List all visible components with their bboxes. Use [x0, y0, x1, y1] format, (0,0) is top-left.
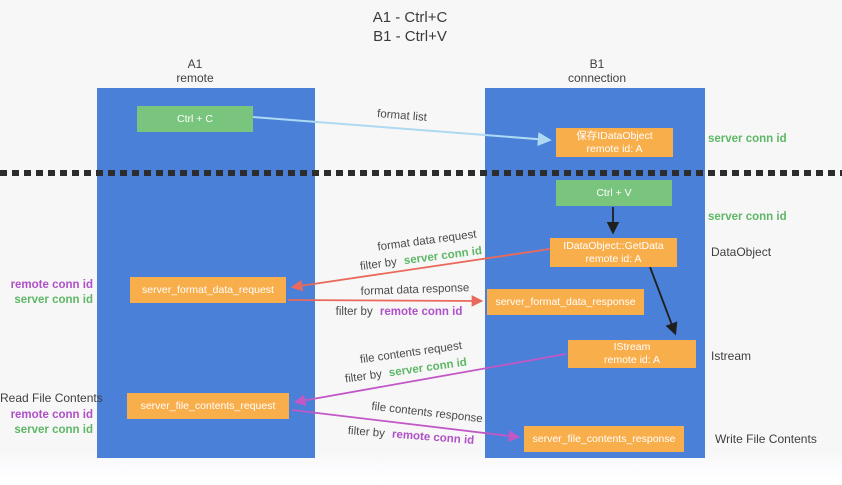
- lane-a1-subtitle: remote: [176, 71, 214, 85]
- remote-conn-id-text: remote conn id: [379, 306, 463, 318]
- left-label-remote-conn-id-2: remote conn id: [10, 409, 93, 421]
- clipboard-boundary-dotted-line: [0, 170, 842, 176]
- right-label-write-file-contents: Write File Contents: [715, 432, 817, 446]
- save-idataobject-line1: 保存IDataObject: [576, 129, 653, 142]
- title-line-a1: A1 - Ctrl+C: [372, 9, 448, 26]
- lane-header-b1: B1 connection: [537, 57, 657, 85]
- filter-by-text: filter by: [347, 425, 386, 440]
- file-request-label: server_file_contents_request: [140, 399, 276, 412]
- filter-by-text: filter by: [335, 306, 373, 318]
- lane-a1-name: A1: [187, 57, 203, 71]
- right-label-istream: Istream: [711, 349, 752, 363]
- node-server-format-data-request: server_format_data_request: [130, 277, 286, 303]
- arrow-label-filter-by-remote-conn-id-1: filter by remote conn id: [336, 306, 463, 318]
- arrow-label-format-data-response: format data response: [360, 282, 469, 298]
- remote-conn-id-text: remote conn id: [391, 428, 475, 447]
- node-istream: IStream remote id: A: [568, 340, 696, 368]
- format-request-label: server_format_data_request: [142, 283, 274, 296]
- getdata-line2: remote id: A: [585, 252, 642, 265]
- format-list-text: format list: [376, 108, 428, 124]
- diagram-title: A1 - Ctrl+C B1 - Ctrl+V: [340, 8, 480, 46]
- title-line-b1: B1 - Ctrl+V: [373, 28, 447, 45]
- file-response-label: server_file_contents_response: [532, 432, 676, 445]
- filter-by-text: filter by: [359, 256, 398, 273]
- lane-b1-subtitle: connection: [567, 71, 627, 85]
- node-server-format-data-response: server_format_data_response: [487, 289, 644, 315]
- filter-by-text: filter by: [344, 368, 383, 386]
- lane-header-a1: A1 remote: [135, 57, 255, 85]
- left-label-read-file-contents: Read File Contents: [0, 391, 103, 405]
- right-label-server-conn-id-mid: server conn id: [708, 211, 787, 223]
- right-label-server-conn-id-top: server conn id: [708, 133, 787, 145]
- ctrl-v-label: Ctrl + V: [596, 186, 632, 199]
- format-data-response-arrow: [287, 295, 484, 307]
- arrow-label-format-list: format list: [377, 108, 428, 124]
- file-contents-response-text: file contents response: [370, 400, 484, 426]
- arrow-label-filter-by-remote-conn-id-2: filter by remote conn id: [347, 425, 474, 447]
- left-label-server-conn-id-1: server conn id: [14, 294, 93, 306]
- left-label-server-conn-id-2: server conn id: [14, 424, 93, 436]
- format-response-label: server_format_data_response: [495, 295, 636, 308]
- left-label-remote-conn-id-1: remote conn id: [10, 279, 93, 291]
- node-save-idataobject: 保存IDataObject remote id: A: [556, 128, 673, 157]
- istream-line1: IStream: [613, 341, 651, 353]
- node-server-file-contents-request: server_file_contents_request: [127, 393, 289, 419]
- node-ctrl-c: Ctrl + C: [137, 106, 253, 132]
- istream-line2: remote id: A: [603, 354, 661, 366]
- getdata-line1: IDataObject::GetData: [563, 239, 664, 252]
- right-label-dataobject: DataObject: [711, 245, 772, 259]
- format-data-response-text: format data response: [360, 282, 470, 298]
- save-idataobject-line2: remote id: A: [586, 142, 643, 155]
- node-idataobject-getdata: IDataObject::GetData remote id: A: [550, 238, 677, 267]
- ctrl-c-label: Ctrl + C: [177, 112, 213, 125]
- node-server-file-contents-response: server_file_contents_response: [524, 426, 684, 452]
- arrow-label-file-contents-response: file contents response: [371, 401, 484, 426]
- node-ctrl-v: Ctrl + V: [556, 180, 672, 206]
- lane-b1-name: B1: [589, 57, 605, 71]
